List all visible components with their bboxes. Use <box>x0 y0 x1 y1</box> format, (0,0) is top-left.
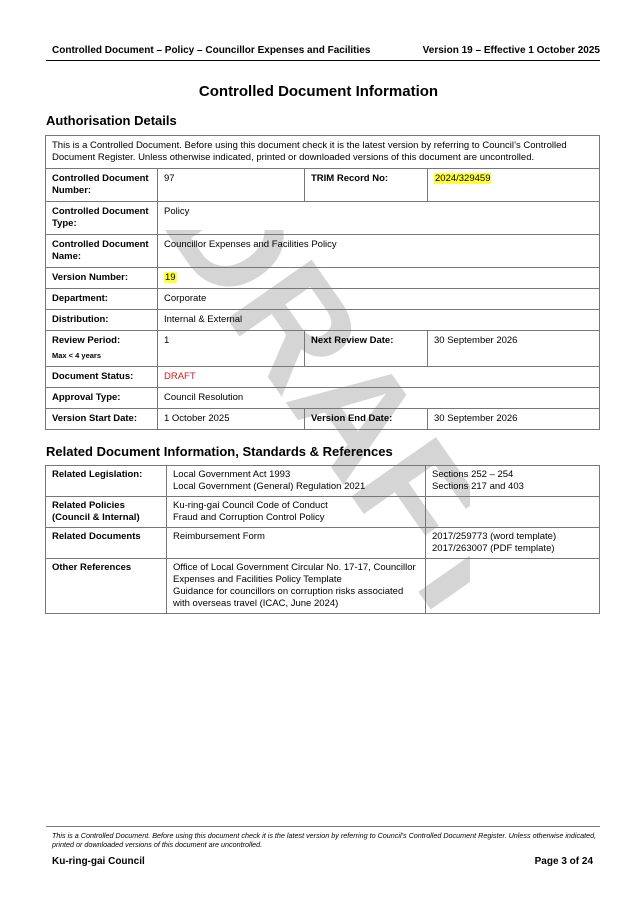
department-value: Corporate <box>157 288 600 310</box>
related-documents-items: Reimbursement Form <box>166 527 426 559</box>
notice-row: This is a Controlled Document. Before us… <box>45 135 600 169</box>
trim-label: TRIM Record No: <box>304 168 428 202</box>
other-references-items: Office of Local Government Circular No. … <box>166 558 426 614</box>
list-item: Office of Local Government Circular No. … <box>173 562 416 585</box>
list-item: Guidance for councillors on corruption r… <box>173 586 404 609</box>
list-item: Ku-ring-gai Council Code of Conduct <box>173 500 328 511</box>
page-title: Controlled Document Information <box>198 83 439 100</box>
table-row: Version Number: 19 <box>45 267 600 289</box>
table-row: Other References Office of Local Governm… <box>45 558 600 614</box>
related-legislation-items: Local Government Act 1993 Local Governme… <box>166 465 426 497</box>
table-row: Document Status: DRAFT <box>45 366 600 388</box>
notice-cell: This is a Controlled Document. Before us… <box>45 135 600 169</box>
other-references-label: Other References <box>45 558 167 614</box>
other-references-refs <box>425 558 600 614</box>
department-label: Department: <box>45 288 158 310</box>
doc-number-value: 97 <box>157 168 305 202</box>
list-item: Sections 252 – 254 <box>432 469 514 480</box>
approval-value: Council Resolution <box>157 387 600 409</box>
status-label: Document Status: <box>45 366 158 388</box>
table-row: Controlled Document Name: Councillor Exp… <box>45 234 600 268</box>
related-legislation-label: Related Legislation: <box>45 465 167 497</box>
table-row: Department: Corporate <box>45 288 600 310</box>
table-row: Related Documents Reimbursement Form 201… <box>45 527 600 559</box>
related-policies-refs <box>425 496 600 528</box>
header-document-title: Controlled Document – Policy – Councillo… <box>52 45 371 56</box>
table-row: Controlled Document Type: Policy <box>45 201 600 235</box>
header-version: Version 19 – Effective 1 October 2025 <box>422 45 600 56</box>
related-policies-items: Ku-ring-gai Council Code of Conduct Frau… <box>166 496 426 528</box>
list-item: Sections 217 and 403 <box>432 481 524 492</box>
start-label: Version Start Date: <box>45 408 158 430</box>
related-documents-refs: 2017/259773 (word template) 2017/263007 … <box>425 527 600 559</box>
footer-organisation: Ku-ring-gai Council <box>52 856 145 867</box>
status-badge: DRAFT <box>157 366 600 388</box>
related-heading: Related Document Information, Standards … <box>46 444 393 459</box>
end-label: Version End Date: <box>304 408 428 430</box>
type-value: Policy <box>157 201 600 235</box>
table-row: Review Period: Max < 4 years 1 Next Revi… <box>45 330 600 367</box>
table-row: Version Start Date: 1 October 2025 Versi… <box>45 408 600 430</box>
distribution-label: Distribution: <box>45 309 158 331</box>
type-label: Controlled Document Type: <box>45 201 158 235</box>
review-sublabel: Max < 4 years <box>52 351 101 360</box>
list-item: 2017/259773 (word template) <box>432 531 557 542</box>
list-item: Fraud and Corruption Control Policy <box>173 512 325 523</box>
authorisation-heading: Authorisation Details <box>46 113 177 128</box>
table-row: Distribution: Internal & External <box>45 309 600 331</box>
table-row: Controlled Document Number: 97 TRIM Reco… <box>45 168 600 202</box>
trim-value-cell: 2024/329459 <box>427 168 600 202</box>
version-value: 19 <box>164 272 177 283</box>
review-label: Review Period: <box>52 335 121 346</box>
footer-note: This is a Controlled Document. Before us… <box>52 831 597 849</box>
version-value-cell: 19 <box>157 267 600 289</box>
list-item: Local Government Act 1993 <box>173 469 291 480</box>
footer-page-number: Page 3 of 24 <box>534 856 593 867</box>
next-review-value: 30 September 2026 <box>427 330 600 367</box>
end-value: 30 September 2026 <box>427 408 600 430</box>
review-label-cell: Review Period: Max < 4 years <box>45 330 158 367</box>
name-label: Controlled Document Name: <box>45 234 158 268</box>
related-legislation-refs: Sections 252 – 254 Sections 217 and 403 <box>425 465 600 497</box>
doc-number-label: Controlled Document Number: <box>45 168 158 202</box>
authorisation-table: This is a Controlled Document. Before us… <box>45 135 600 430</box>
list-item: 2017/263007 (PDF template) <box>432 543 555 554</box>
related-policies-label: Related Policies (Council & Internal) <box>45 496 167 528</box>
table-row: Related Policies (Council & Internal) Ku… <box>45 496 600 528</box>
page-header: Controlled Document – Policy – Councillo… <box>46 38 600 61</box>
approval-label: Approval Type: <box>45 387 158 409</box>
distribution-value: Internal & External <box>157 309 600 331</box>
footer-divider <box>46 826 600 827</box>
related-documents-label: Related Documents <box>45 527 167 559</box>
trim-value: 2024/329459 <box>434 173 492 184</box>
review-value: 1 <box>157 330 305 367</box>
version-label: Version Number: <box>45 267 158 289</box>
related-table: Related Legislation: Local Government Ac… <box>45 465 600 614</box>
name-value: Councillor Expenses and Facilities Polic… <box>157 234 600 268</box>
next-review-label: Next Review Date: <box>304 330 428 367</box>
start-value: 1 October 2025 <box>157 408 305 430</box>
table-row: Approval Type: Council Resolution <box>45 387 600 409</box>
list-item: Reimbursement Form <box>173 531 265 542</box>
table-row: Related Legislation: Local Government Ac… <box>45 465 600 497</box>
list-item: Local Government (General) Regulation 20… <box>173 481 366 492</box>
